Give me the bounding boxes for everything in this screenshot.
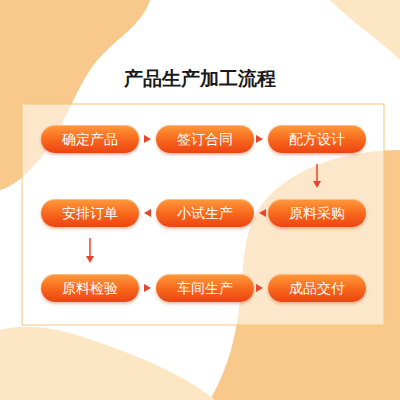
frame — [22, 104, 384, 325]
flow-arrow — [313, 164, 321, 188]
arrow-head — [256, 135, 263, 143]
process-pill: 配方设计 — [268, 125, 366, 153]
step-label: 安排订单 — [62, 206, 118, 220]
arrow-head — [144, 209, 151, 217]
process-pill: 原料检验 — [41, 274, 139, 302]
step-label: 签订合同 — [177, 132, 233, 146]
arrow-head — [144, 284, 151, 292]
arrow-head — [86, 256, 94, 263]
arrow-head — [144, 135, 151, 143]
title: 产品生产加工流程 — [0, 66, 400, 92]
flow-arrow — [144, 135, 151, 143]
step-label: 原料采购 — [289, 206, 345, 220]
flow-arrow — [256, 284, 263, 292]
process-pill: 车间生产 — [156, 274, 254, 302]
step-label: 小试生产 — [177, 206, 233, 220]
step-label: 成品交付 — [289, 281, 345, 295]
flow-arrow — [144, 284, 151, 292]
arrow-head — [313, 181, 321, 188]
process-pill: 签订合同 — [156, 125, 254, 153]
process-pill: 成品交付 — [268, 274, 366, 302]
blob-bottom — [0, 327, 215, 400]
process-pill: 确定产品 — [41, 125, 139, 153]
blob-top-right — [330, 0, 400, 60]
arrow-line — [89, 238, 91, 257]
flow-arrow — [259, 209, 266, 217]
step-label: 原料检验 — [62, 281, 118, 295]
process-pill: 安排订单 — [41, 199, 139, 227]
arrow-head — [259, 209, 266, 217]
flow-arrow — [144, 209, 151, 217]
process-pill: 原料采购 — [268, 199, 366, 227]
flow-arrow — [256, 135, 263, 143]
step-label: 车间生产 — [177, 281, 233, 295]
arrow-line — [316, 164, 318, 182]
step-label: 配方设计 — [289, 132, 345, 146]
flow-arrow — [86, 238, 94, 263]
step-label: 确定产品 — [62, 132, 118, 146]
process-pill: 小试生产 — [156, 199, 254, 227]
arrow-head — [256, 284, 263, 292]
